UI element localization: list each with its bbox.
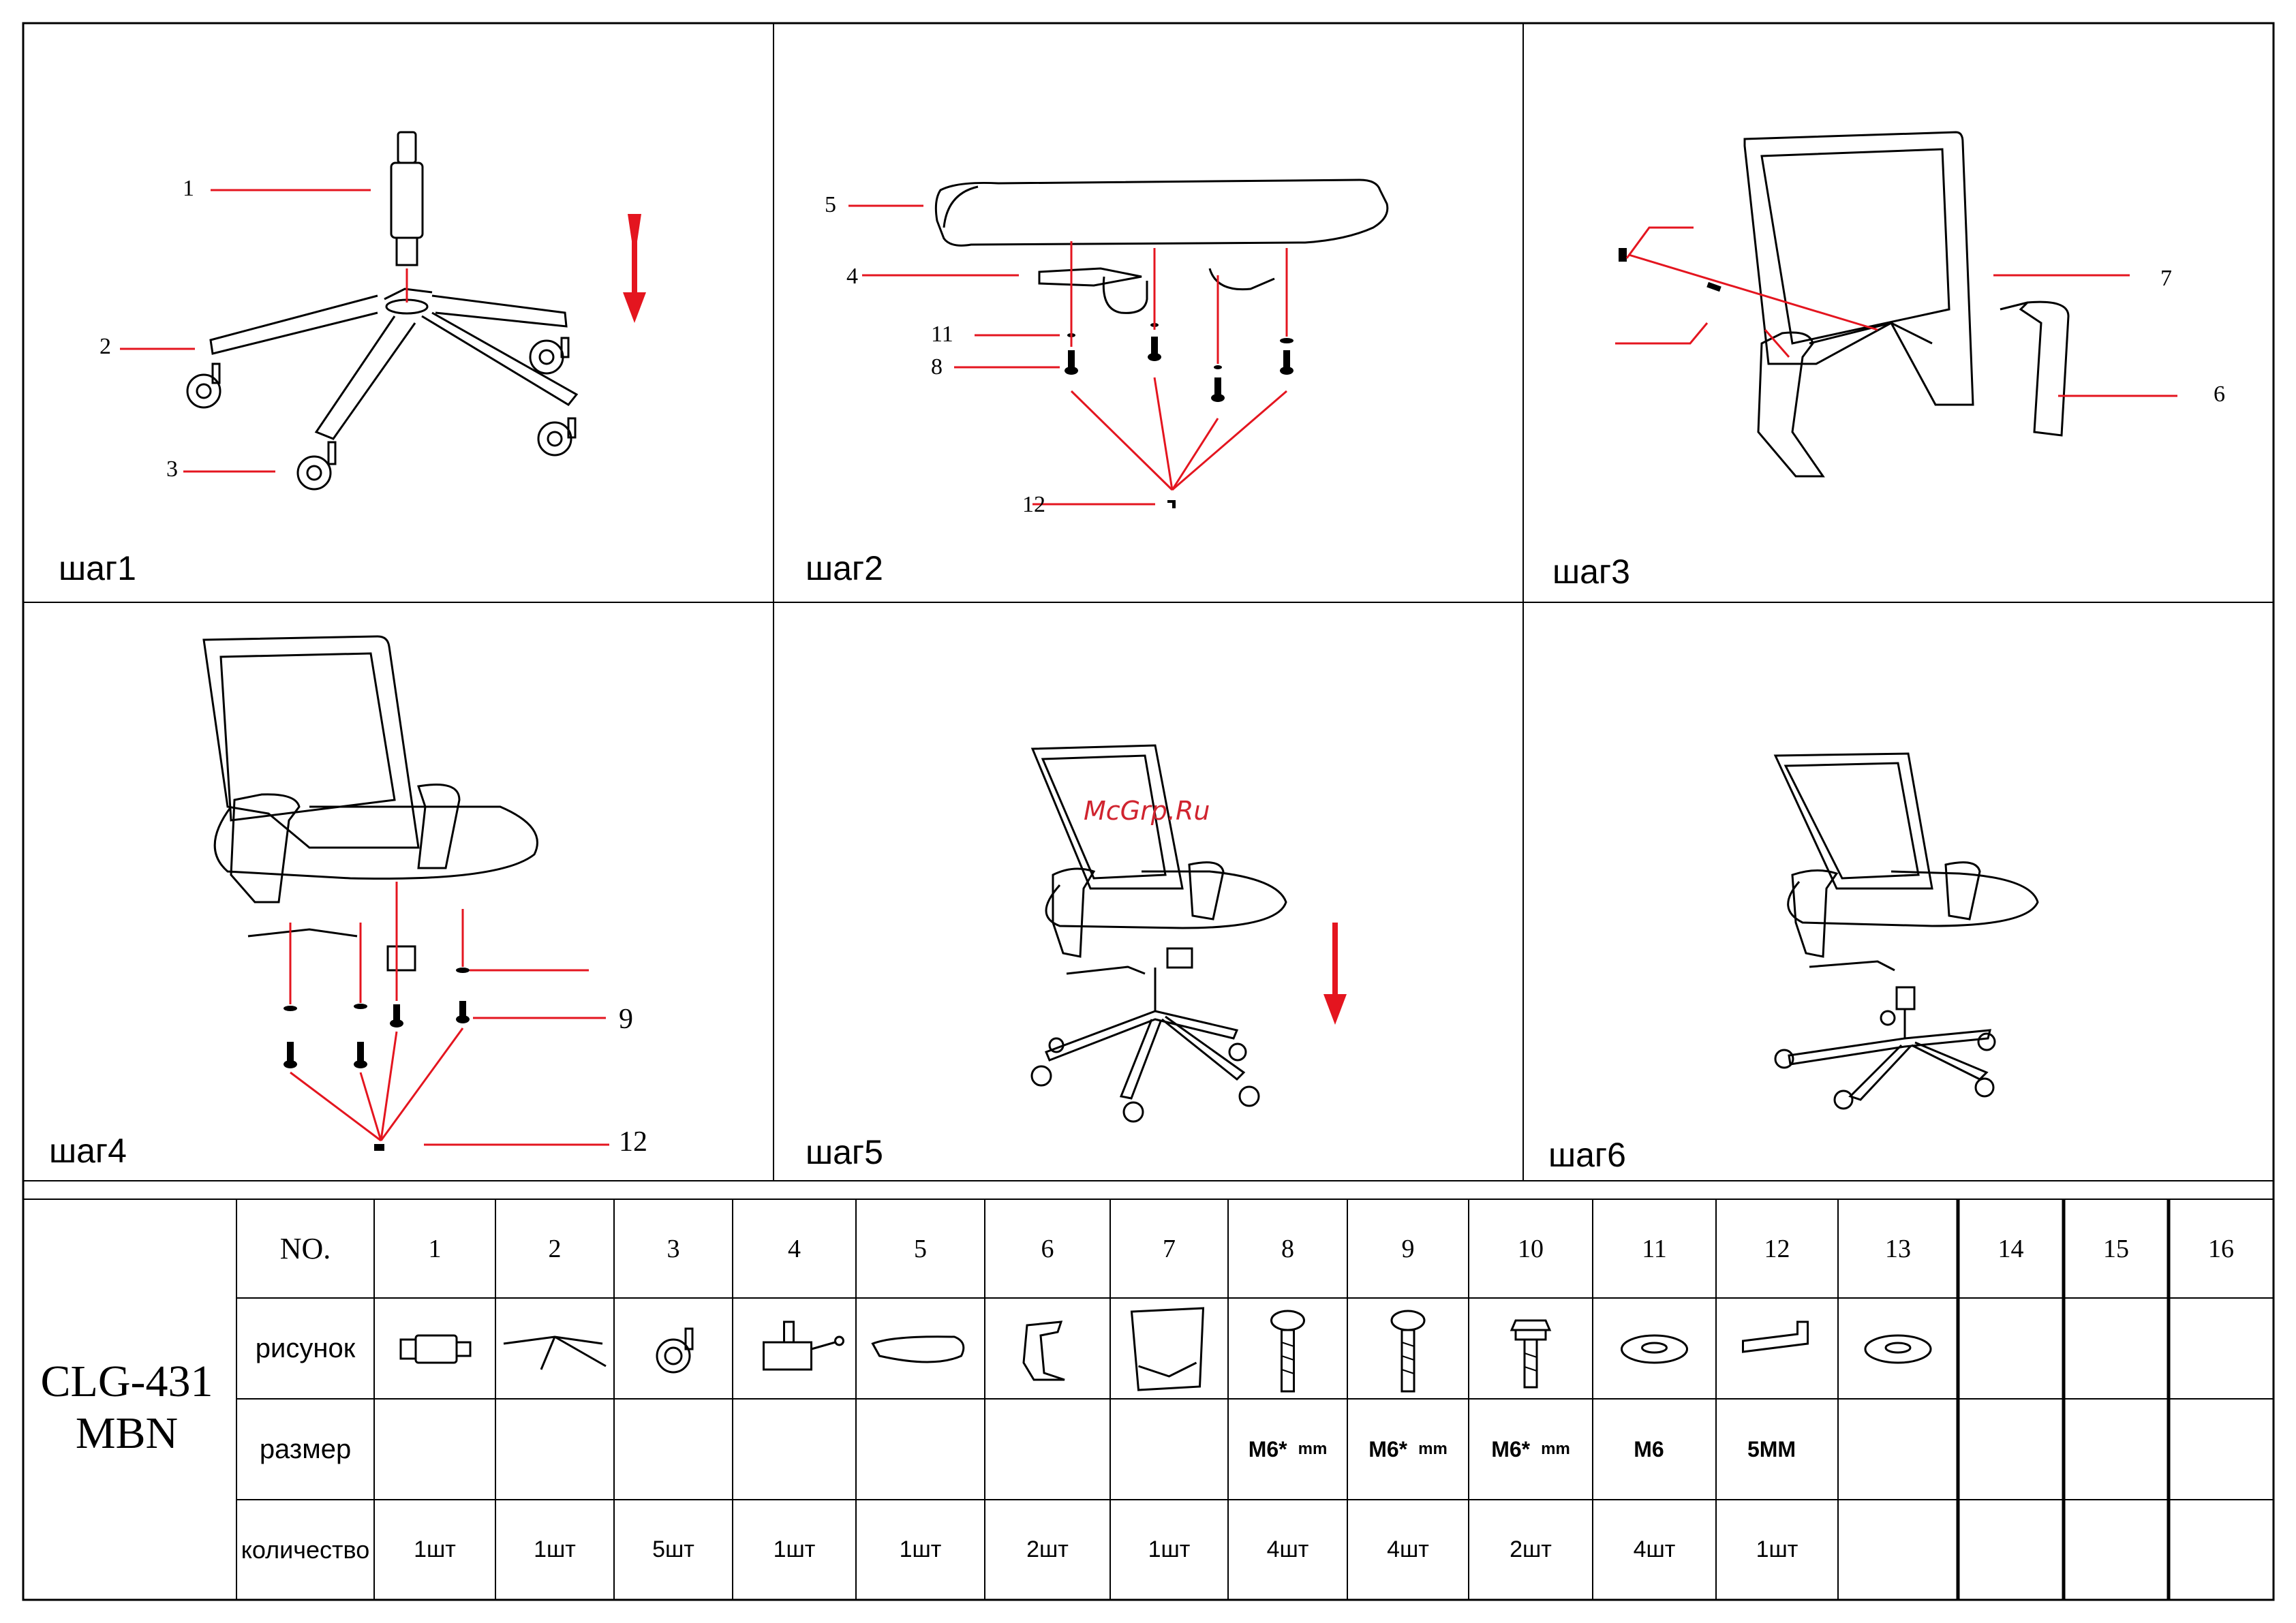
hex-bolt-icon xyxy=(1512,1320,1550,1387)
armrest-icon xyxy=(1024,1322,1065,1380)
bolt-icon xyxy=(1272,1311,1304,1391)
star-base-icon xyxy=(504,1337,606,1370)
bolt-icon xyxy=(1392,1311,1424,1391)
washer-icon xyxy=(1865,1335,1931,1363)
mechanism-icon xyxy=(764,1322,844,1370)
washer-icon xyxy=(1622,1335,1687,1363)
backrest-icon xyxy=(1132,1308,1204,1390)
caster-icon xyxy=(657,1329,692,1372)
hex-key-icon xyxy=(1743,1322,1808,1352)
gas-lift-icon xyxy=(401,1335,470,1363)
seat-icon xyxy=(873,1337,964,1362)
